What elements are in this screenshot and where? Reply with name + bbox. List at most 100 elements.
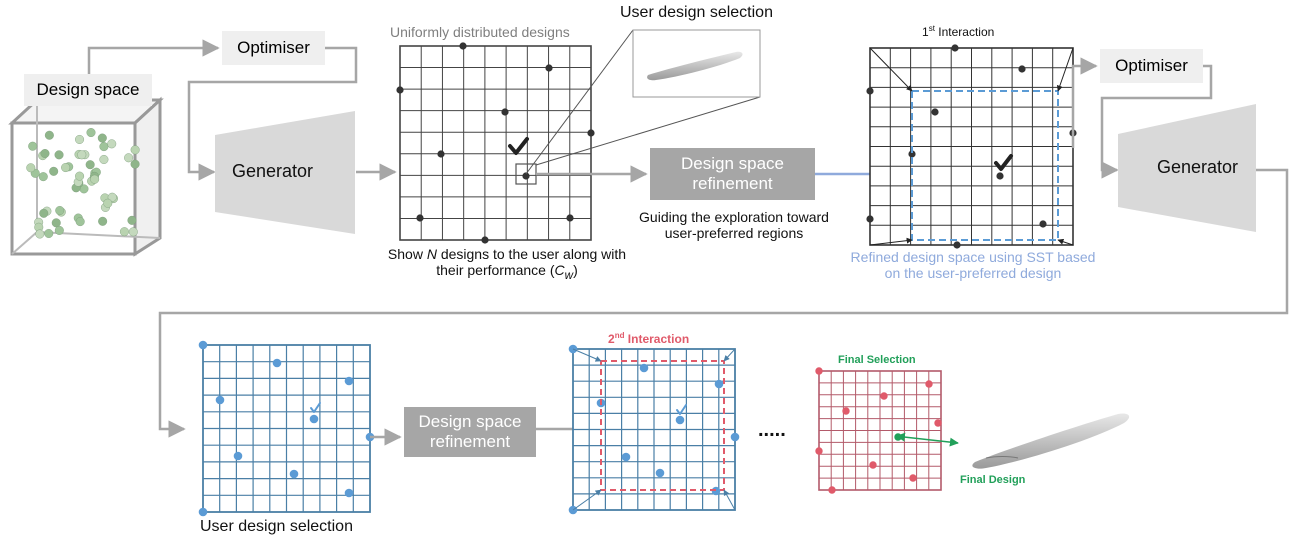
final-design-link [895,432,959,447]
design-sample-point [54,225,64,235]
design-point [233,451,243,461]
design-point [869,461,877,469]
design-sample-point [99,154,109,164]
design-point [522,172,530,180]
design-point [815,447,823,455]
design-point [1039,220,1047,228]
design-sample-point [98,216,108,226]
uniform-design-grid [396,42,595,244]
design-point [934,419,942,427]
design-point [730,432,740,442]
refinement-1-box: Design space refinement [650,148,815,200]
uniform-designs-title: Uniformly distributed designs [390,24,570,40]
design-space-label: Design space [36,80,140,100]
design-point [459,42,467,50]
refined-design-space-caption: Refined design space using SST based on … [850,249,1096,282]
cube-points [26,128,140,239]
design-point [198,507,208,517]
design-point [951,44,959,52]
design-point [866,215,874,223]
optimiser-2-label: Optimiser [1115,56,1188,76]
design-sample-point [107,139,117,149]
design-sample-point [40,149,50,159]
design-point [396,86,404,94]
design-point [437,150,445,158]
design-point [880,392,888,400]
design-point [481,236,489,244]
arrow-designspace-to-optimiser [87,39,220,82]
user-design-selection-top-label: User design selection [620,4,773,21]
checkmark-icon [508,137,529,155]
design-space-box: Design space [24,74,152,106]
design-sample-point [103,198,113,208]
design-sample-point [107,192,117,202]
design-sample-point [128,227,138,237]
show-n-designs-line2: their performance (Cw) [436,262,578,282]
design-sample-point [28,141,38,151]
refinement-1-label: Design space refinement [680,154,784,193]
design-point [925,380,933,388]
design-point [908,150,916,158]
refined-design-grid [866,44,1077,249]
checkmark-icon [676,404,687,415]
design-sample-point [38,172,48,182]
design-point [416,214,424,222]
design-point [714,379,724,389]
design-sample-point [55,205,65,215]
design-sample-point [49,166,59,176]
design-sample-point [51,218,61,228]
design-point [909,474,917,482]
design-point [639,363,649,373]
design-sample-point [54,150,64,160]
design-point [272,358,282,368]
design-sample-point [119,227,129,237]
design-sample-point [130,159,140,169]
design-sample-point [85,160,95,170]
final-design-label: Final Design [960,474,1026,486]
design-point [894,433,902,441]
design-sample-point [130,145,140,155]
generator-1-shape [215,111,355,234]
design-point [215,395,225,405]
checkmark-icon [310,402,321,413]
user-design-selection-bottom-label: User design selection [200,518,353,535]
design-point [953,241,961,249]
design-point [501,108,509,116]
aircraft-shape-icon [972,413,1130,469]
design-point [344,488,354,498]
refined-region-box [911,90,1059,241]
checkmark-icon [994,154,1013,171]
design-sample-point [39,208,49,218]
second-interaction-grid [568,344,740,515]
design-sample-point [61,163,71,173]
design-point [309,414,319,424]
design-sample-point [75,171,85,181]
design-point [931,108,939,116]
user-selection-grid [198,340,375,517]
refinement-2-box: Design space refinement [404,407,536,457]
aircraft-shape-icon [647,51,743,81]
arrow-grid2-to-optimiser2 [1071,57,1098,148]
design-point [289,469,299,479]
design-sample-point [99,142,109,152]
refinement-2-label: Design space refinement [418,412,522,451]
show-n-designs-caption: Show N designs to the user along with th… [342,246,672,282]
design-sample-point [44,130,54,140]
second-interaction-region-box [600,360,725,491]
design-point [566,214,574,222]
design-sample-point [90,174,100,184]
design-sample-point [97,133,107,143]
design-sample-point [44,228,54,238]
ellipsis-label: ..... [758,419,786,441]
show-n-designs-line1: Show N designs to the user along with [387,246,627,262]
arrow-generator2-to-second-row [158,168,1289,438]
optimiser-1-label: Optimiser [237,38,310,58]
design-sample-point [127,215,137,225]
design-point [675,415,685,425]
design-point [815,367,823,375]
design-sample-point [77,150,87,160]
generator-2-shape [1118,104,1256,232]
design-sample-point [75,134,85,144]
